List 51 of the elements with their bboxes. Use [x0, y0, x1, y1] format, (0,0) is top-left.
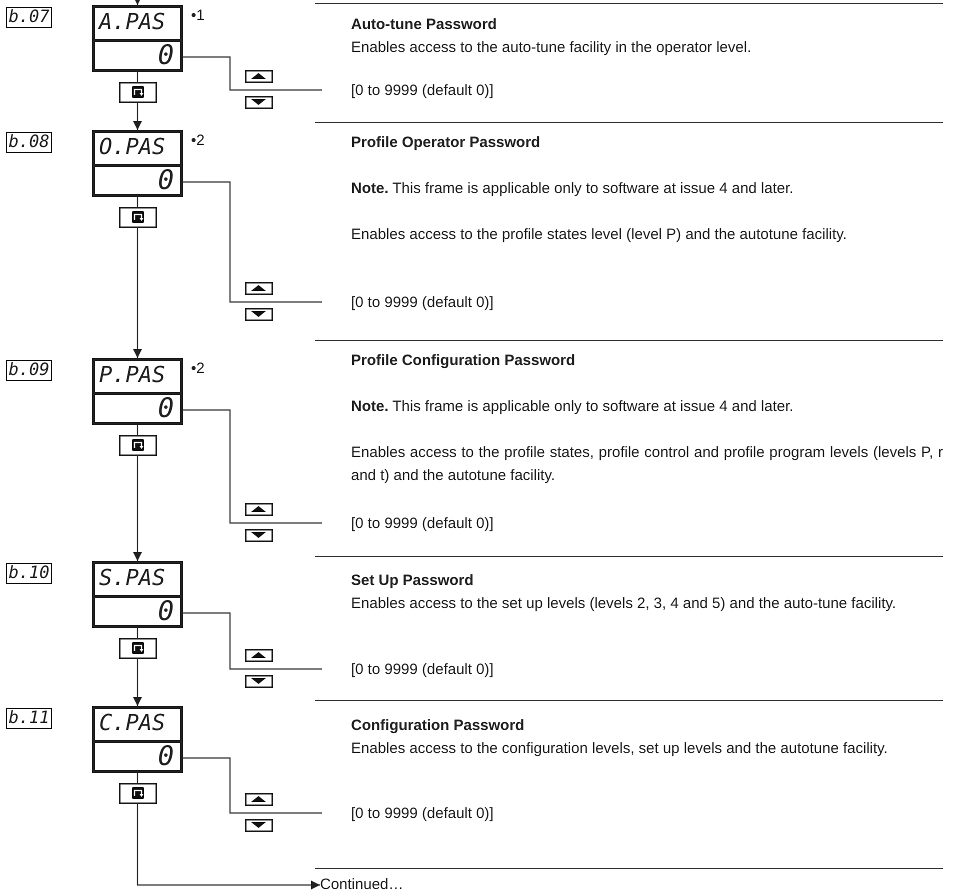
flow-arrow: [136, 773, 320, 890]
leader-line: [183, 757, 322, 814]
parameter-heading: Profile Operator Password: [351, 133, 542, 153]
footnote-mark: •1: [191, 7, 205, 25]
display-value: 0: [158, 42, 174, 70]
leader-line: [183, 56, 322, 91]
value-range-text: [0 to 9999 (default 0)]: [351, 80, 495, 100]
parameter-heading: Auto-tune Password: [351, 15, 498, 35]
leader-line: [183, 409, 322, 524]
value-range-text: [0 to 9999 (default 0)]: [351, 660, 495, 680]
parameter-code-label: b.11: [6, 708, 52, 729]
parameter-heading: Configuration Password: [351, 716, 526, 736]
footnote-mark: •2: [191, 360, 205, 378]
flow-arrow: [133, 197, 142, 358]
display-panel: [92, 561, 183, 628]
display-mnemonic: A.PAS: [99, 10, 166, 36]
parameter-code-label: b.10: [6, 563, 52, 584]
display-mnemonic: P.PAS: [99, 363, 166, 389]
display-panel: [92, 130, 183, 197]
display-mnemonic: S.PAS: [99, 566, 166, 592]
value-range-text: [0 to 9999 (default 0)]: [351, 804, 495, 824]
parameter-code-label: b.08: [6, 132, 52, 153]
display-value: 0: [158, 598, 174, 626]
display-panel: [92, 358, 183, 425]
parameter-code-label: b.07: [6, 7, 52, 28]
description-text: Enables access to the profile states level (level P) and the autotune facility.: [351, 225, 848, 245]
description-text: Enables access to the auto-tune facility in the operator level.: [351, 38, 752, 58]
description-text: Note. This frame is applicable only to software at issue 4 and later.: [351, 179, 794, 199]
value-range-text: [0 to 9999 (default 0)]: [351, 514, 495, 534]
display-panel: [92, 5, 183, 72]
leader-line: [183, 612, 322, 670]
leader-line: [183, 181, 322, 303]
flow-arrow: [133, 425, 142, 561]
parameter-heading: Set Up Password: [351, 571, 475, 591]
display-value: 0: [158, 743, 174, 771]
parameter-heading: Profile Configuration Password: [351, 351, 576, 371]
description-text: Note. This frame is applicable only to software at issue 4 and later.: [351, 397, 794, 417]
continuation-text: Continued…: [320, 875, 440, 895]
parameter-code-label: b.09: [6, 360, 52, 381]
display-value: 0: [158, 395, 174, 423]
footnote-mark: •2: [191, 132, 205, 150]
value-range-text: [0 to 9999 (default 0)]: [351, 292, 495, 312]
flow-arrow: [133, 0, 142, 5]
flow-arrow: [133, 628, 142, 706]
display-value: 0: [158, 167, 174, 195]
display-mnemonic: C.PAS: [99, 711, 166, 737]
description-text: Enables access to the configuration levels, set up levels and the autotune facility.: [351, 739, 889, 759]
display-mnemonic: O.PAS: [99, 135, 166, 161]
description-text: Enables access to the set up levels (levels 2, 3, 4 and 5) and the auto-tune facility.: [351, 594, 898, 614]
display-panel: [92, 706, 183, 773]
description-text: Enables access to the profile states, profile control and profile program levels (levels P, r and t) and the autotune facility.: [351, 443, 943, 486]
